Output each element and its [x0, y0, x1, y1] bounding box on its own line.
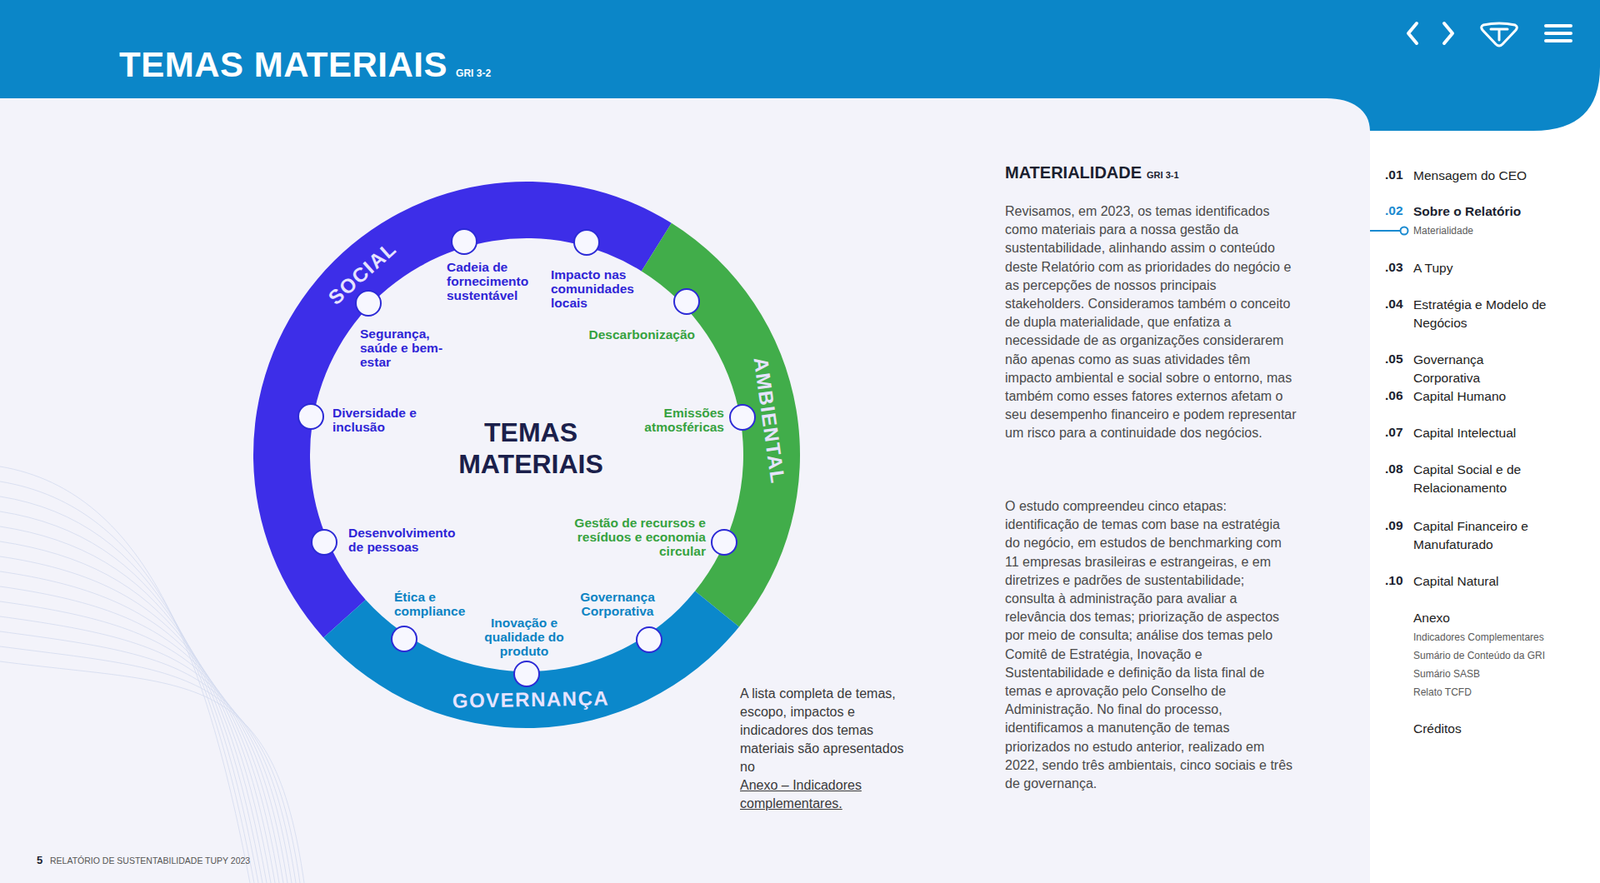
decorative-curve	[0, 586, 284, 883]
band-label: GOVERNANÇA	[452, 688, 610, 711]
theme-label: Cadeia de fornecimento sustentável	[446, 260, 549, 303]
nav-item: Sobre o Relatório	[1413, 202, 1551, 221]
header-title-group: TEMAS MATERIAIS GRI 3-2	[119, 45, 491, 85]
footer-text: RELATÓRIO DE SUSTENTABILIDADE TUPY 2023	[50, 855, 250, 867]
nav-subitem: Relato TCFD	[1413, 686, 1472, 700]
nav-item: Estratégia e Modelo de Negócios	[1413, 295, 1551, 333]
nav-marker-line	[1370, 230, 1400, 232]
nav-number: .03	[1385, 259, 1404, 275]
gri-code: GRI 3-1	[1146, 170, 1180, 180]
nav-subitem: Sumário de Conteúdo da GRI	[1413, 650, 1545, 663]
decorative-curve	[0, 496, 259, 883]
nav-number: .01	[1385, 166, 1404, 183]
gri-code: GRI 3-2	[455, 67, 491, 80]
page-title: TEMAS MATERIAIS	[119, 45, 448, 85]
page-number: 5	[36, 854, 43, 868]
nav-item: Capital Financeiro e Manufaturado	[1413, 517, 1551, 555]
nav-item: Anexo	[1413, 609, 1551, 628]
theme-dot	[390, 625, 418, 653]
nav-number: .09	[1385, 517, 1404, 534]
theme-dot	[573, 229, 600, 256]
nav-item: Mensagem do CEO	[1413, 166, 1551, 185]
theme-dot	[710, 529, 738, 556]
ring-center-title: TEMAS MATERIAIS	[439, 416, 623, 480]
logo-icon	[1481, 23, 1518, 46]
decorative-curve	[0, 481, 255, 883]
nav-number: .05	[1385, 350, 1404, 367]
nav-number: .04	[1385, 295, 1404, 312]
content-panel	[0, 0, 1370, 883]
decorative-curve	[0, 466, 250, 883]
nav-number: .02	[1385, 202, 1404, 219]
decorative-curve	[0, 526, 267, 883]
logo-mark	[1490, 29, 1508, 40]
header-bar	[0, 0, 1600, 131]
theme-label: Inovação e qualidade do produto	[480, 615, 568, 659]
nav-number: .08	[1385, 460, 1404, 477]
band-arc	[323, 591, 740, 729]
theme-dot	[635, 626, 663, 654]
theme-label: Gestão de recursos e resíduos e economia…	[564, 515, 706, 559]
theme-dot	[729, 404, 756, 431]
band-arc	[253, 181, 672, 638]
theme-label: Diversidade e inclusão	[332, 405, 421, 435]
nav-item: A Tupy	[1413, 259, 1551, 278]
theme-label: Emissões atmosféricas	[630, 405, 725, 435]
theme-dot	[355, 290, 382, 317]
decorative-curve	[0, 646, 300, 883]
nav-item: Capital Humano	[1413, 387, 1551, 406]
theme-label: Desenvolvimento de pessoas	[348, 525, 474, 555]
body-paragraph: Revisamos, em 2023, os temas identificad…	[1005, 202, 1297, 444]
decorative-curve	[0, 616, 292, 883]
nav-item: Capital Intelectual	[1413, 424, 1551, 443]
prev-arrow	[1408, 23, 1417, 44]
theme-label: Ética e compliance	[394, 590, 478, 619]
menu-icon	[1545, 25, 1571, 41]
theme-label: Segurança, saúde e bem-estar	[360, 326, 445, 370]
nav-subitem: Materialidade	[1413, 225, 1474, 238]
section-heading-group: MATERIALIDADE GRI 3-1	[1005, 163, 1180, 183]
note-link: Anexo – Indicadores complementares.	[740, 776, 905, 814]
theme-dot	[450, 228, 478, 255]
nav-number: .10	[1385, 572, 1404, 589]
nav-number: .07	[1385, 424, 1404, 440]
nav-number: .06	[1385, 387, 1404, 404]
decorative-curve	[0, 541, 271, 883]
theme-dot	[513, 660, 540, 688]
nav-item: Governança Corporativa	[1413, 350, 1551, 388]
decorative-curve	[0, 601, 288, 883]
theme-label: Descarbonização	[589, 327, 696, 342]
section-heading: MATERIALIDADE	[1005, 163, 1142, 182]
body-paragraph: O estudo compreendeu cinco etapas: ident…	[1005, 497, 1297, 794]
nav-item: Capital Natural	[1413, 572, 1551, 591]
decorative-curve	[0, 661, 305, 883]
decorative-curve	[0, 571, 280, 883]
note-text: A lista completa de temas, escopo, impac…	[740, 686, 905, 775]
note-group: A lista completa de temas, escopo, impac…	[740, 685, 905, 814]
theme-dot	[310, 529, 338, 556]
nav-item: Créditos	[1413, 720, 1551, 739]
nav-marker-dot	[1400, 227, 1409, 235]
theme-label: Governança Corporativa	[570, 590, 665, 619]
theme-dot	[673, 288, 700, 315]
next-arrow	[1444, 23, 1453, 44]
nav-subitem: Indicadores Complementares	[1413, 631, 1545, 645]
nav-subitem: Sumário SASB	[1413, 668, 1480, 681]
theme-label: Impacto nas comunidades locais	[550, 267, 645, 310]
decorative-curves	[0, 466, 305, 883]
nav-item: Capital Social e de Relacionamento	[1413, 460, 1551, 498]
theme-dot	[297, 403, 325, 430]
